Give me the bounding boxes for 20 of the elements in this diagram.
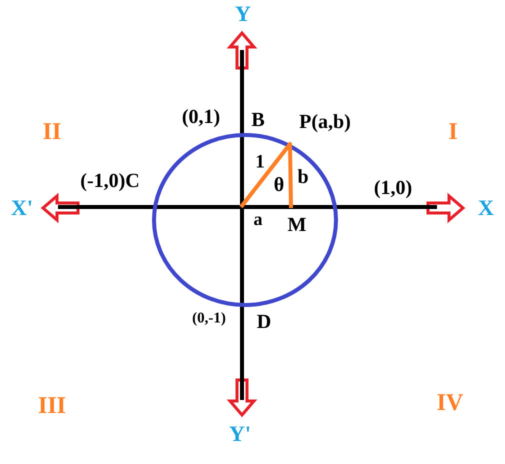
axis-label: Y' — [229, 423, 251, 445]
quadrant-label: II — [42, 120, 62, 144]
coordinate-label: (1,0) — [374, 178, 412, 198]
coordinate-label: (0,-1) — [192, 312, 226, 326]
coordinate-label: (-1,0)C — [80, 171, 140, 191]
quadrant-label: IV — [436, 391, 464, 415]
side-label: 1 — [255, 152, 265, 172]
quadrant-label: I — [448, 120, 458, 144]
point-label: D — [256, 312, 272, 332]
quadrant-label: III — [38, 394, 66, 418]
axis-label: X — [478, 197, 494, 219]
coordinate-label: (0,1) — [182, 107, 220, 127]
side-label: a — [254, 210, 262, 228]
axis-label: X' — [11, 197, 33, 219]
axis-label: Y — [235, 3, 251, 25]
point-label: M — [288, 215, 306, 235]
angle-label: θ — [274, 175, 284, 195]
side-label: b — [297, 167, 309, 187]
point-label: P(a,b) — [299, 112, 351, 132]
point-label: B — [251, 110, 265, 130]
